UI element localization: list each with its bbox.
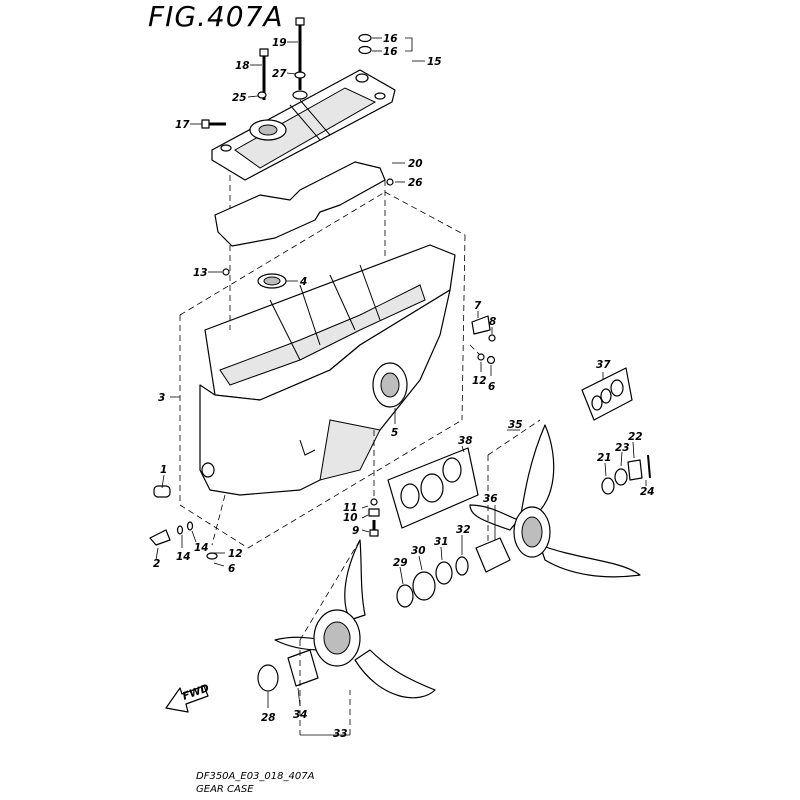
callout-32[interactable]: 32: [456, 524, 471, 536]
propeller-guide-lines: [299, 419, 541, 735]
callout-33[interactable]: 33: [333, 728, 348, 740]
callout-numbers: 19 18 27 25 17 16 16 15 20 26 13 4 3 5 1…: [153, 33, 655, 740]
callout-35[interactable]: 35: [508, 419, 523, 431]
callout-12-right[interactable]: 12: [472, 375, 487, 387]
spacer-31[interactable]: [435, 561, 453, 585]
callout-6-right[interactable]: 6: [488, 381, 495, 393]
bolt-19[interactable]: [295, 17, 305, 90]
callout-14a[interactable]: 14: [176, 551, 191, 563]
callout-24[interactable]: 24: [640, 486, 655, 498]
propeller-35[interactable]: [469, 424, 641, 578]
kit-37[interactable]: [581, 367, 633, 421]
callout-30[interactable]: 30: [411, 545, 426, 557]
callout-8[interactable]: 8: [489, 316, 496, 328]
bushing-36[interactable]: [475, 537, 511, 573]
nut-10[interactable]: [368, 508, 380, 517]
callout-14b[interactable]: 14: [194, 542, 209, 554]
callout-11[interactable]: 11: [343, 502, 358, 514]
gasket-20[interactable]: [214, 161, 386, 247]
assembly-guide-lines: [179, 165, 481, 549]
callout-36[interactable]: 36: [483, 493, 498, 505]
callout-26[interactable]: 26: [408, 177, 423, 189]
washer-12[interactable]: [477, 353, 485, 361]
trim-tab-7[interactable]: [471, 315, 491, 335]
callout-21[interactable]: 21: [597, 452, 612, 464]
anode-2[interactable]: [149, 529, 171, 546]
bolt-17[interactable]: [201, 119, 226, 129]
drawing-name: GEAR CASE: [196, 784, 254, 795]
callout-34[interactable]: 34: [293, 709, 308, 721]
washer-14a[interactable]: [176, 525, 184, 535]
callout-15[interactable]: 15: [427, 56, 442, 68]
callout-23[interactable]: 23: [615, 442, 630, 454]
spacer-28[interactable]: [257, 664, 279, 692]
callout-leader-lines: [155, 37, 647, 736]
dowel-13[interactable]: [222, 268, 230, 276]
callout-10[interactable]: 10: [343, 512, 358, 524]
callout-12-left[interactable]: 12: [228, 548, 243, 560]
dowel-26[interactable]: [386, 178, 394, 186]
callout-3[interactable]: 3: [158, 392, 165, 404]
grommet-16a[interactable]: [358, 33, 372, 43]
bolt-8[interactable]: [488, 334, 496, 342]
callout-31[interactable]: 31: [434, 536, 449, 548]
gear-case-housing[interactable]: [199, 244, 456, 496]
callout-16b[interactable]: 16: [383, 46, 398, 58]
washer-11[interactable]: [370, 498, 378, 506]
washer-14b[interactable]: [186, 521, 194, 531]
spacer-29[interactable]: [396, 584, 414, 608]
bolt-9[interactable]: [369, 520, 379, 537]
callout-38[interactable]: 38: [458, 435, 473, 447]
propeller-33[interactable]: [274, 539, 436, 699]
callout-9[interactable]: 9: [352, 525, 359, 537]
callout-29[interactable]: 29: [393, 557, 408, 569]
figure-title: FIG.407A: [148, 0, 284, 33]
top-cover-plate[interactable]: [211, 69, 396, 181]
callout-5[interactable]: 5: [391, 427, 398, 439]
forward-direction-arrow: FWD: [165, 682, 211, 713]
washer-27[interactable]: [294, 71, 306, 79]
callout-20[interactable]: 20: [408, 158, 423, 170]
callout-2[interactable]: 2: [153, 558, 160, 570]
washer-32[interactable]: [455, 556, 469, 576]
callout-19[interactable]: 19: [272, 37, 287, 49]
callout-17[interactable]: 17: [175, 119, 190, 131]
callout-37[interactable]: 37: [596, 359, 611, 371]
cotter-pin-24[interactable]: [647, 454, 651, 479]
callout-1[interactable]: 1: [160, 464, 167, 476]
thrust-washer-30[interactable]: [412, 571, 436, 601]
screw-6[interactable]: [486, 355, 496, 365]
callout-27[interactable]: 27: [272, 68, 287, 80]
washer-25[interactable]: [257, 91, 267, 99]
bushing-34[interactable]: [287, 649, 319, 687]
callout-28[interactable]: 28: [261, 712, 276, 724]
callout-25[interactable]: 25: [232, 92, 247, 104]
nut-22[interactable]: [627, 459, 643, 481]
drawing-code: DF350A_E03_018_407A: [196, 771, 315, 782]
callout-13[interactable]: 13: [193, 267, 208, 279]
grommet-16b[interactable]: [358, 45, 372, 55]
kit-38[interactable]: [387, 447, 479, 529]
callout-4[interactable]: 4: [299, 276, 307, 288]
callout-18[interactable]: 18: [235, 60, 250, 72]
callout-7[interactable]: 7: [474, 300, 482, 312]
callout-6-left[interactable]: 6: [228, 563, 235, 575]
callout-16a[interactable]: 16: [383, 33, 398, 45]
spacer-21[interactable]: [601, 477, 615, 495]
washer-23[interactable]: [614, 468, 628, 486]
callout-22[interactable]: 22: [628, 431, 643, 443]
